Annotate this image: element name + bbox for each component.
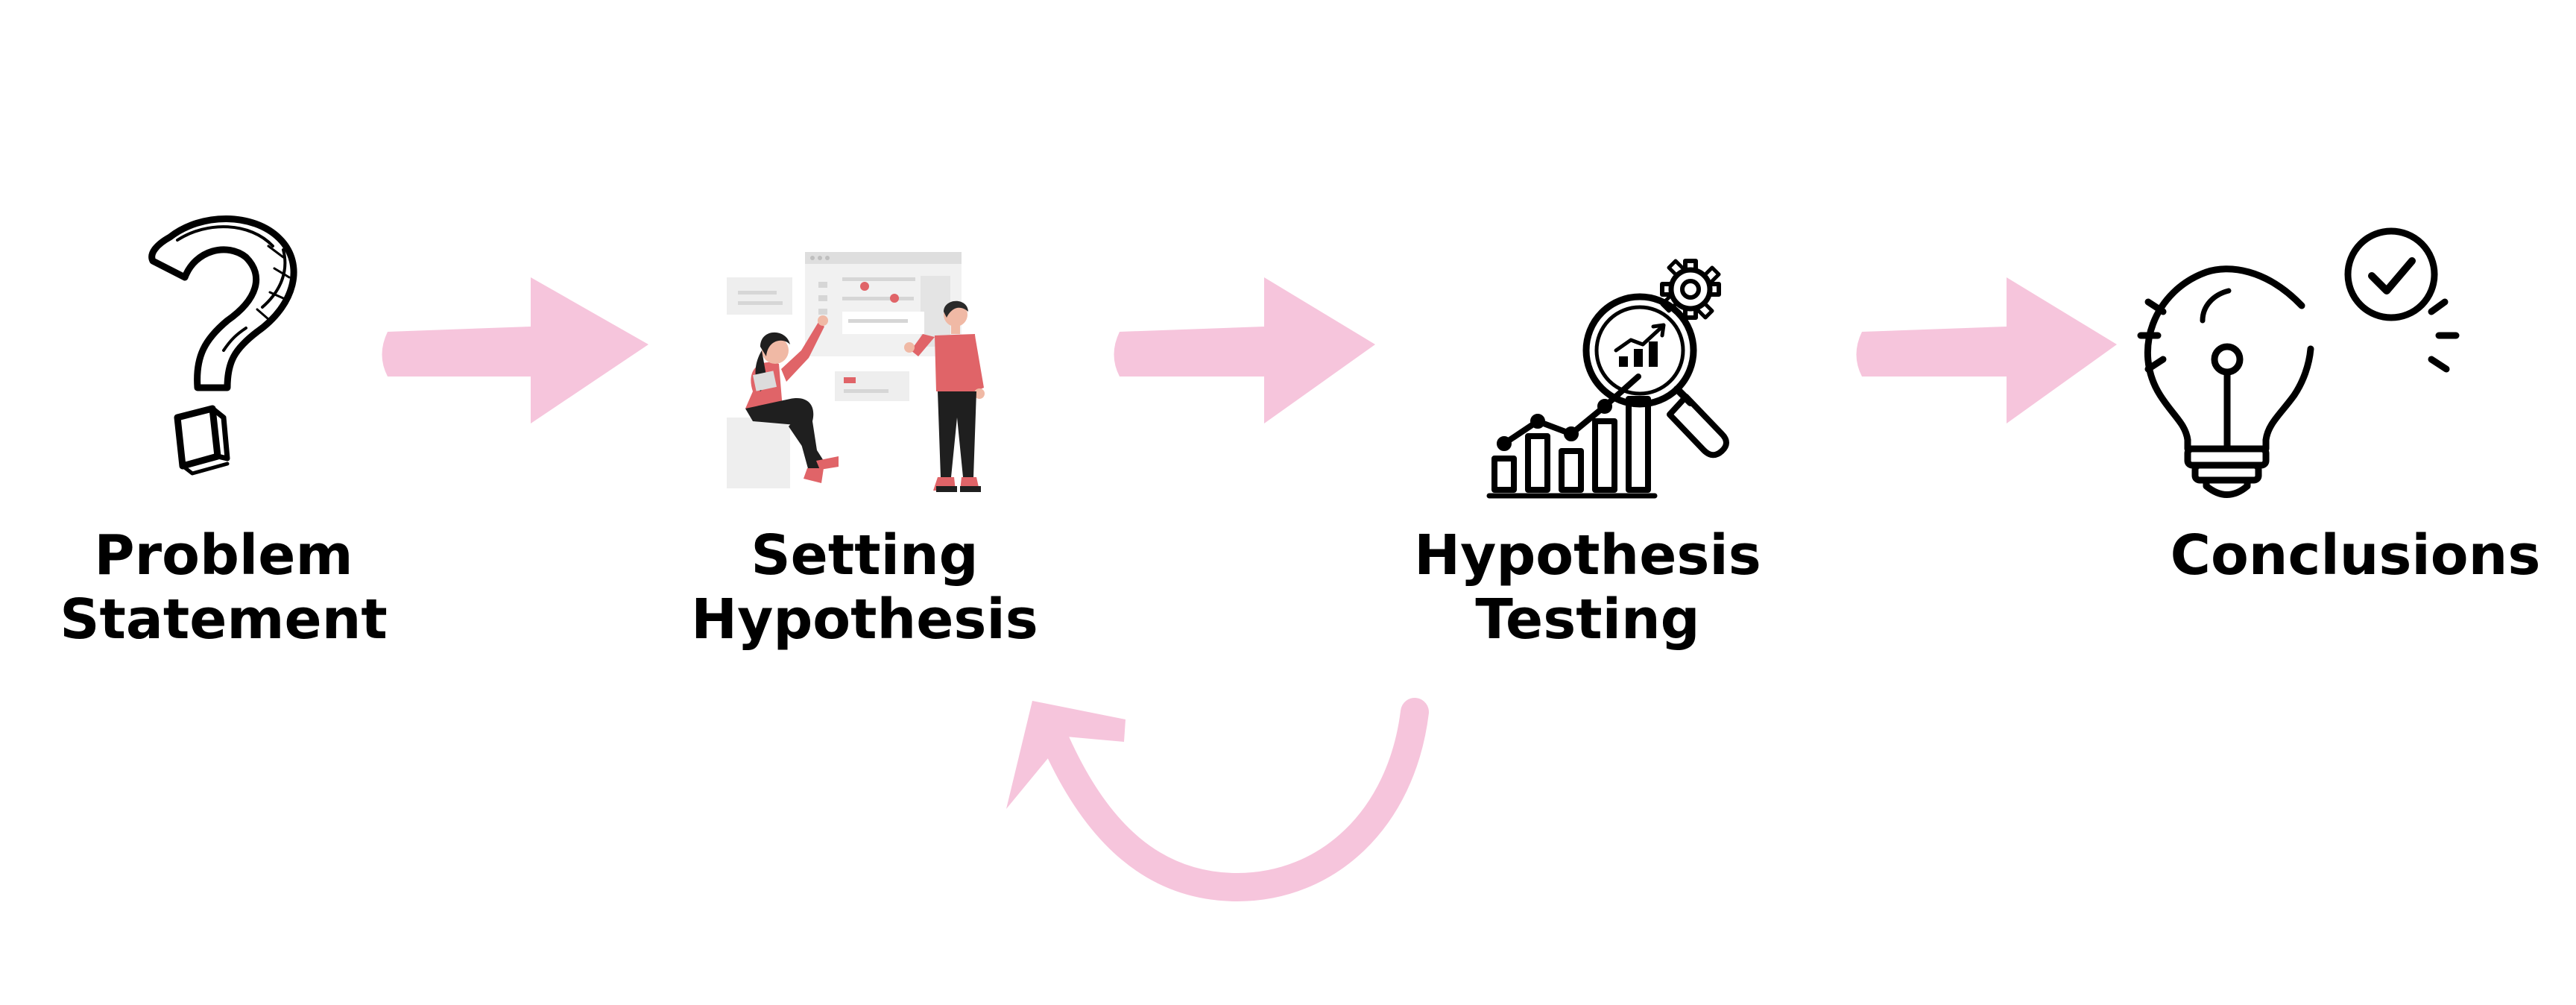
step-label-line2: Hypothesis — [691, 587, 1038, 652]
step-label-line1: Problem — [94, 523, 353, 587]
team-discussion-illustration — [727, 252, 985, 492]
arrow-1-icon — [382, 277, 648, 423]
step-label-hypothesis-testing: Hypothesis Testing — [1386, 523, 1789, 652]
loop-back-arrow-icon — [1006, 698, 1429, 902]
check-badge-icon — [2344, 227, 2438, 321]
arrow-2-icon — [1114, 277, 1375, 423]
step-label-line1: Hypothesis — [1414, 523, 1761, 587]
step-label-problem-statement: Problem Statement — [30, 523, 417, 652]
step-label-line2: Statement — [60, 587, 388, 652]
step-label-line2: Testing — [1475, 587, 1700, 652]
arrow-3-icon — [1856, 277, 2117, 423]
step-label-line1: Conclusions — [2170, 523, 2541, 587]
step-label-line1: Setting — [751, 523, 979, 587]
chart-magnifier-gear-icon — [1486, 259, 1729, 499]
step-label-setting-hypothesis: Setting Hypothesis — [663, 523, 1066, 652]
step-label-conclusions: Conclusions — [2147, 523, 2564, 587]
question-mark-icon — [148, 215, 297, 476]
